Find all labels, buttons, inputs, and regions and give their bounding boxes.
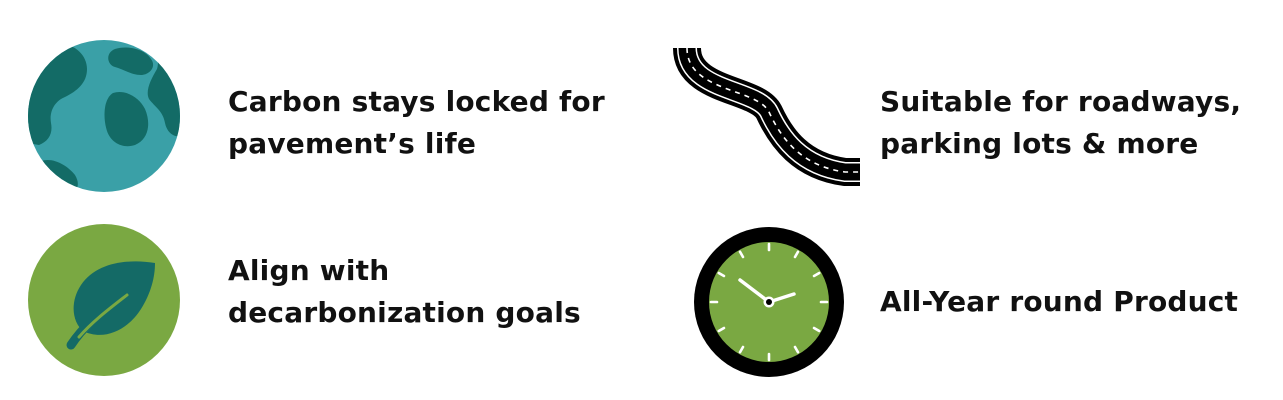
clock-tick [793, 345, 800, 354]
feature-label-line: parking lots & more [880, 127, 1199, 160]
clock-tick [738, 345, 745, 354]
clock-tick [812, 326, 821, 333]
feature-label-line: decarbonization goals [228, 296, 581, 329]
feature-label-line: Suitable for roadways, [880, 85, 1242, 118]
feature-label: All-Year round Product [880, 281, 1238, 323]
feature-label: Align with decarbonization goals [228, 250, 581, 334]
feature-label-line: Align with [228, 254, 390, 287]
clock-icon [694, 227, 844, 377]
globe-icon [28, 40, 180, 192]
clock-tick [793, 250, 800, 259]
feature-label: Suitable for roadways, parking lots & mo… [880, 81, 1241, 165]
feature-label-line: Carbon stays locked for [228, 85, 605, 118]
leaf-icon [28, 224, 180, 376]
clock-tick [717, 326, 726, 333]
clock-tick [812, 271, 821, 278]
feature-label: Carbon stays locked for pavement’s life [228, 81, 605, 165]
feature-label-line: pavement’s life [228, 127, 477, 160]
road-icon [673, 48, 860, 186]
feature-label-line: All-Year round Product [880, 285, 1239, 318]
clock-tick [717, 271, 726, 278]
clock-tick [738, 250, 745, 259]
